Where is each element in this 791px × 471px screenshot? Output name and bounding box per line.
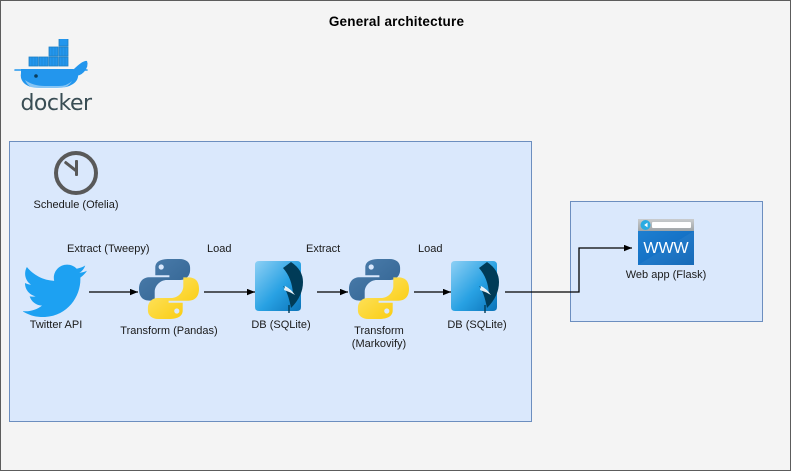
node-label-transform-markovify-line1: Transform <box>354 325 404 337</box>
python-logo-icon <box>349 259 409 319</box>
node-label-web-app: Web app (Flask) <box>625 269 707 281</box>
python-logo-icon <box>139 259 199 319</box>
www-label: WWW <box>643 240 689 257</box>
node-transform-markovify[interactable]: Transform (Markovify) <box>339 257 419 350</box>
browser-www-icon: WWW <box>638 219 694 265</box>
edge-label-extract-tweepy: Extract (Tweepy) <box>67 243 150 255</box>
page-title: General architecture <box>328 14 465 29</box>
node-label-twitter-api: Twitter API <box>29 319 83 331</box>
node-schedule-ofelia[interactable]: Schedule (Ofelia) <box>26 151 126 213</box>
node-db-sqlite-1[interactable]: DB (SQLite) <box>249 259 313 331</box>
node-twitter-api[interactable]: Twitter API <box>22 263 89 335</box>
sqlite-icon <box>255 261 303 313</box>
sqlite-icon <box>451 261 499 313</box>
docker-logo: docker <box>11 37 101 119</box>
docker-wordmark: docker <box>20 91 92 116</box>
node-web-app-flask[interactable]: WWW Web app (Flask) <box>626 219 706 281</box>
edge-label-load-2: Load <box>418 243 443 255</box>
edge-label-extract-2: Extract <box>306 243 341 255</box>
node-transform-pandas[interactable]: Transform (Pandas) <box>120 257 218 337</box>
clock-icon <box>54 151 98 195</box>
node-label-transform-markovify-line2: (Markovify) <box>351 338 407 350</box>
edge-label-load-1: Load <box>207 243 232 255</box>
node-label-db-sqlite-2: DB (SQLite) <box>447 319 507 331</box>
node-label-transform-pandas: Transform (Pandas) <box>120 325 218 337</box>
node-label-db-sqlite-1: DB (SQLite) <box>251 319 311 331</box>
node-label-schedule: Schedule (Ofelia) <box>33 199 119 211</box>
twitter-bird-icon <box>22 264 87 318</box>
node-db-sqlite-2[interactable]: DB (SQLite) <box>445 259 509 331</box>
docker-whale-icon <box>14 37 88 89</box>
